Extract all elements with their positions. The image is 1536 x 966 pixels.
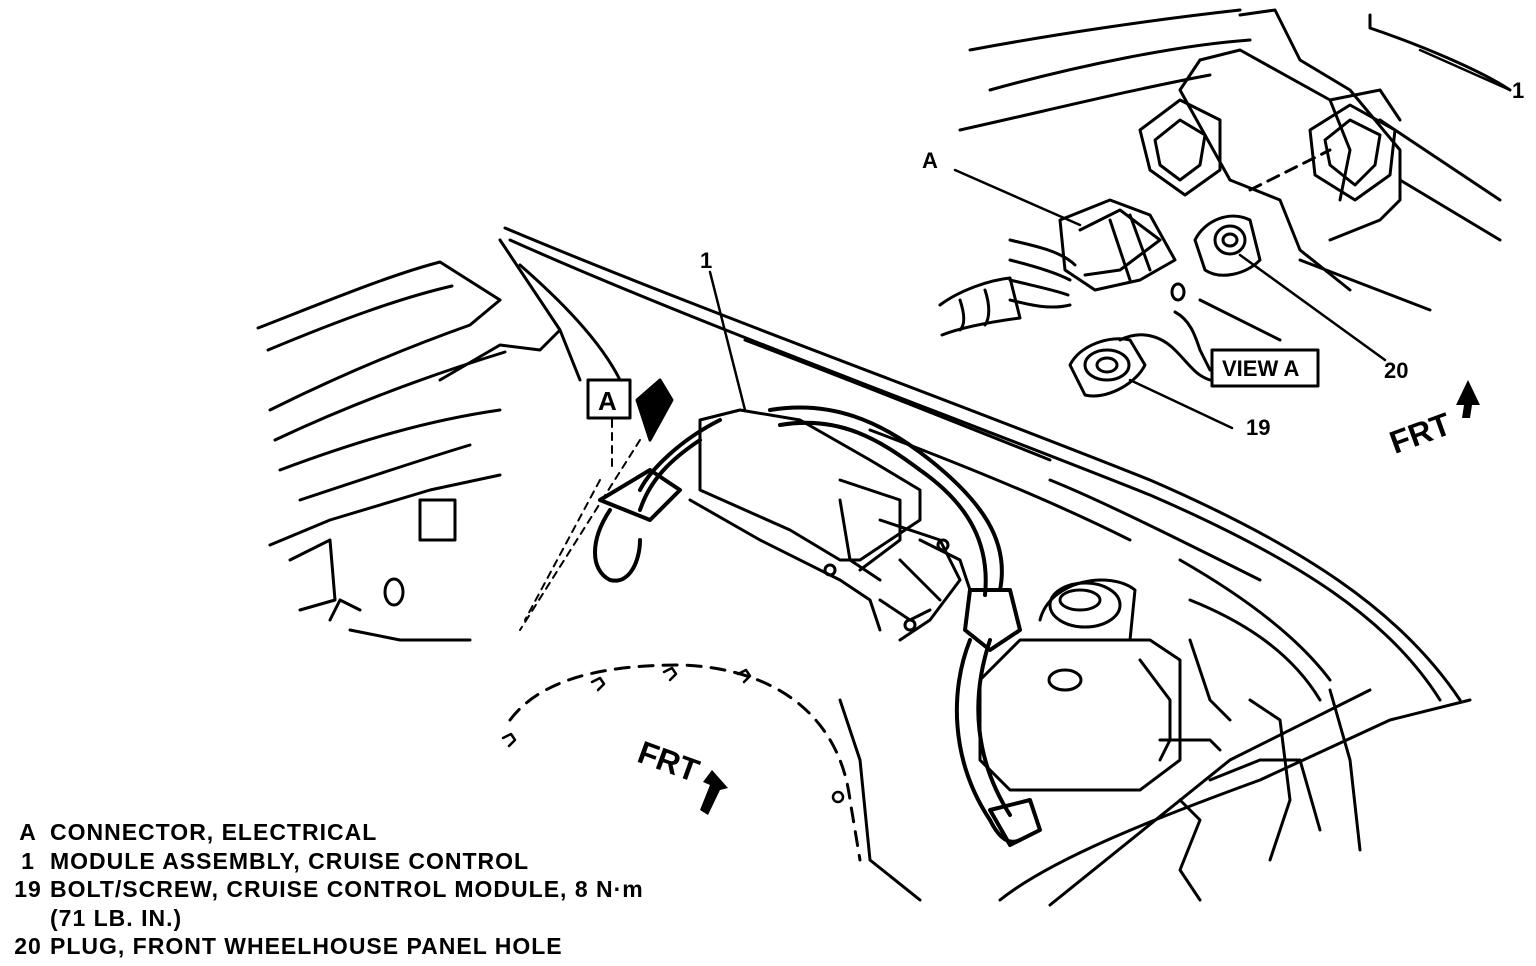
view-a-pointer-lines [519, 419, 641, 631]
legend-row-a: A CONNECTOR, ELECTRICAL [6, 818, 706, 847]
view-a-tag [586, 378, 674, 442]
frt-inset-arrow [1456, 380, 1480, 418]
frt-main-label: FRT [633, 734, 704, 789]
frt-inset-label: FRT [1385, 405, 1456, 460]
legend-row-20: 20 PLUG, FRONT WHEELHOUSE PANEL HOLE [6, 932, 706, 961]
leader-connector [953, 168, 1082, 227]
callout-connector: A [922, 148, 938, 173]
coolant-reservoir [978, 578, 1182, 792]
view-a-tag-label: A [598, 386, 617, 416]
legend-text: PLUG, FRONT WHEELHOUSE PANEL HOLE [50, 933, 563, 959]
view-a-box [1210, 348, 1320, 388]
leader-bolt [1128, 378, 1234, 430]
legend-text: MODULE ASSEMBLY, CRUISE CONTROL [50, 847, 530, 874]
leader-module-inset [1418, 48, 1512, 92]
wiring-harness [593, 405, 1042, 847]
legend-key: 19 [14, 876, 42, 902]
legend-text: CONNECTOR, ELECTRICAL [50, 819, 378, 845]
body-panel-lines [256, 226, 1472, 907]
leader-module-main [708, 270, 747, 412]
frt-main-arrow [700, 770, 728, 815]
cruise-control-module [688, 408, 972, 642]
legend-sub-19: (71 LB. IN.) [50, 904, 183, 931]
callout-module-main: 1 [700, 248, 712, 273]
callout-plug: 20 [1384, 358, 1408, 383]
inset-view-a [938, 8, 1512, 398]
leader-plug [1238, 253, 1387, 362]
legend-text: BOLT/SCREW, CRUISE CONTROL MODULE, 8 N·m [50, 876, 644, 902]
wheelhouse-holes [501, 666, 845, 804]
view-a-box-label: VIEW A [1222, 356, 1300, 381]
legend-key: 20 [14, 933, 42, 959]
legend-key: 1 [21, 847, 35, 874]
legend-key: A [19, 819, 37, 845]
callout-bolt: 19 [1246, 415, 1270, 440]
legend-row-19: 19 BOLT/SCREW, CRUISE CONTROL MODULE, 8 … [6, 875, 706, 904]
callout-module-inset: 1 [1512, 78, 1524, 103]
legend-row-1: 1 MODULE ASSEMBLY, CRUISE CONTROL [6, 847, 706, 876]
parts-legend: A CONNECTOR, ELECTRICAL 1 MODULE ASSEMBL… [6, 818, 706, 961]
